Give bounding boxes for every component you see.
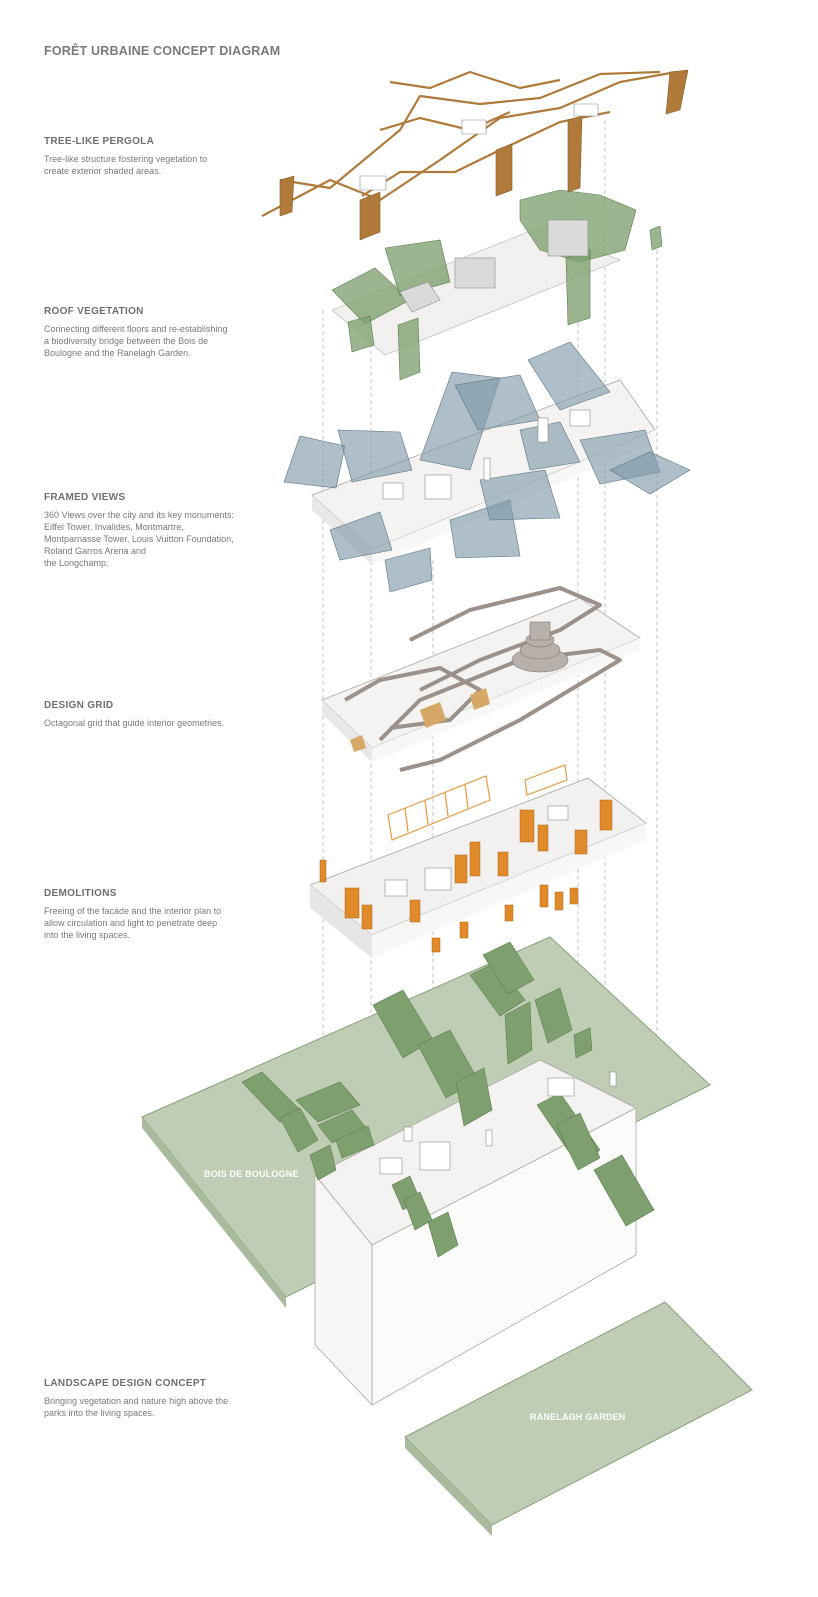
layer-title: DESIGN GRID — [44, 700, 114, 711]
label-framed-views: FRAMED VIEWS 360 Views over the city and… — [44, 492, 266, 569]
label-roof-vegetation: ROOF VEGETATION Connecting different flo… — [44, 306, 266, 359]
building-volume-right — [371, 1107, 637, 1406]
pergola-layer — [261, 69, 689, 241]
layer-title: FRAMED VIEWS — [44, 492, 126, 503]
layer-description: 360 Views over the city and its key monu… — [44, 510, 234, 568]
layer-description: Octagonal grid that guide interior geome… — [44, 718, 225, 728]
label-demolitions: DEMOLITIONS Freeing of the facade and th… — [44, 888, 266, 941]
layer-title: DEMOLITIONS — [44, 888, 117, 899]
design-grid-layer — [321, 586, 641, 772]
label-tree-like-pergola: TREE-LIKE PERGOLA Tree-like structure fo… — [44, 136, 266, 177]
spiral-stair — [511, 621, 569, 673]
layer-description: Freeing of the facade and the interior p… — [44, 906, 222, 940]
layer-title: LANDSCAPE DESIGN CONCEPT — [44, 1378, 207, 1389]
layer-description: Connecting different floors and re-estab… — [44, 324, 228, 358]
ranelagh-garden-park — [404, 1301, 753, 1526]
demolitions-layer — [309, 764, 647, 958]
label-design-grid: DESIGN GRID Octagonal grid that guide in… — [44, 700, 266, 729]
layer-title: ROOF VEGETATION — [44, 306, 144, 317]
landscape-layer — [141, 936, 753, 1536]
label-landscape-design-concept: LANDSCAPE DESIGN CONCEPT Bringing vegeta… — [44, 1378, 266, 1419]
roof-vegetation-layer — [331, 189, 663, 381]
bois-de-boulogne-label: BOIS DE BOULOGNE — [204, 1169, 299, 1179]
ranelagh-garden-label: RANELAGH GARDEN — [530, 1412, 626, 1422]
layer-description: Tree-like structure fostering vegetation… — [44, 154, 208, 176]
layer-title: TREE-LIKE PERGOLA — [44, 136, 155, 147]
layer-description: Bringing vegetation and nature high abov… — [44, 1396, 229, 1418]
framed-views-layer — [283, 341, 691, 593]
diagram-title: FORÊT URBAINE CONCEPT DIAGRAM — [44, 44, 281, 58]
